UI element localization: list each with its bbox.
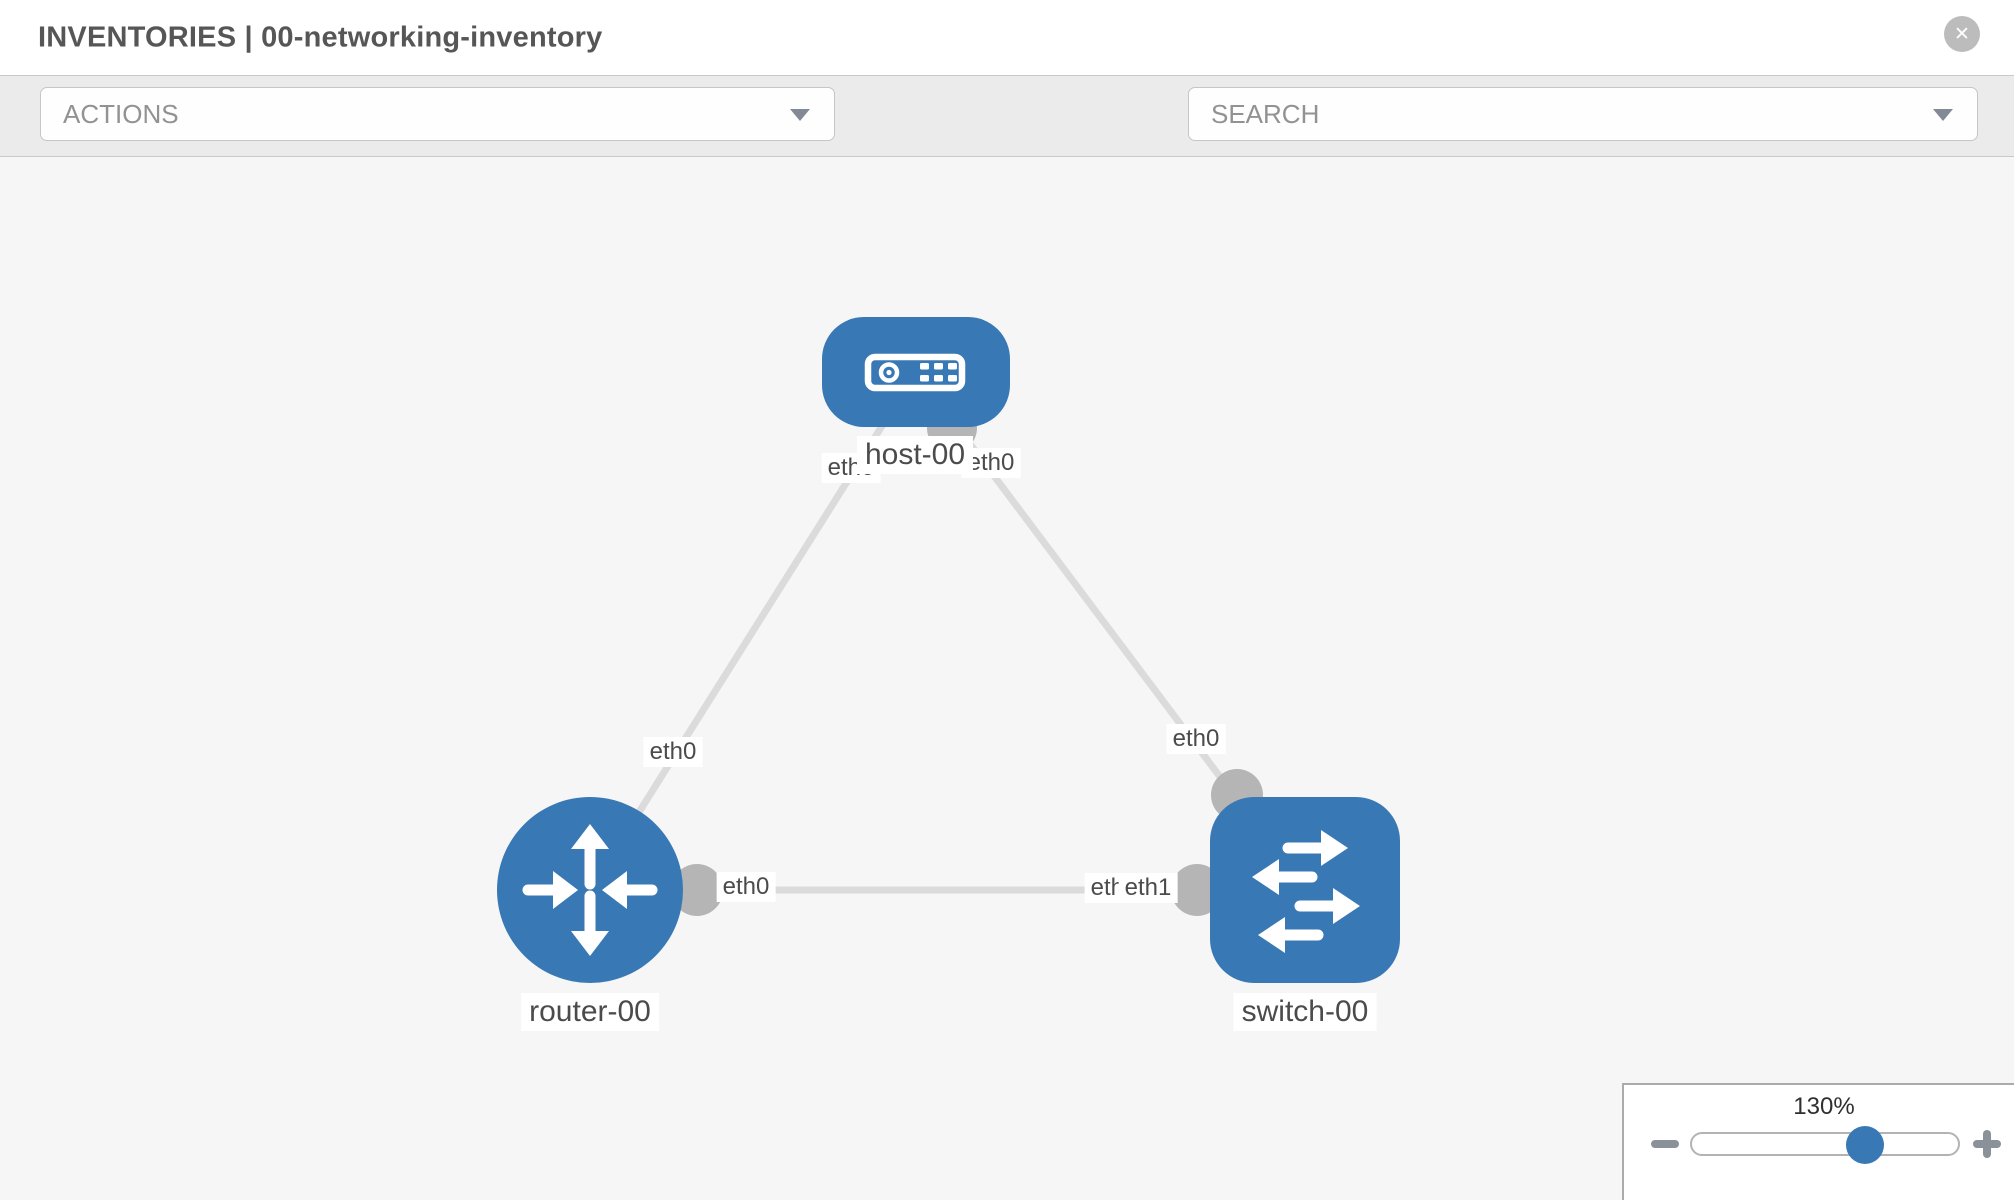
- node-router[interactable]: [497, 797, 683, 983]
- node-switch[interactable]: [1210, 797, 1400, 983]
- interface-label: eth0: [643, 737, 703, 767]
- zoom-slider-track[interactable]: [1690, 1132, 1960, 1156]
- switch-icon: [1252, 830, 1360, 953]
- interface-label: eth1: [1118, 873, 1178, 903]
- host-icon: [864, 353, 966, 392]
- minus-icon: [1651, 1140, 1679, 1148]
- zoom-slider-knob[interactable]: [1846, 1126, 1884, 1164]
- zoom-level-value: 130%: [1793, 1093, 1855, 1120]
- toolbar: ACTIONS SEARCH: [0, 76, 2014, 211]
- window-header: INVENTORIES | 00-networking-inventory ✕: [0, 0, 2014, 76]
- close-button[interactable]: ✕: [1944, 16, 1980, 52]
- interface-label: eth0: [1166, 724, 1226, 754]
- interface-dot-router: [671, 864, 723, 916]
- actions-dropdown[interactable]: ACTIONS: [40, 87, 835, 141]
- plus-icon: [1983, 1130, 1991, 1158]
- actions-dropdown-label: ACTIONS: [63, 98, 179, 129]
- zoom-panel: 130%: [1622, 1083, 2014, 1200]
- node-label-router: router-00: [521, 993, 659, 1031]
- zoom-out-button[interactable]: [1650, 1129, 1680, 1159]
- topology-canvas[interactable]: eth0 eth0 eth0 eth0 eth0 eth0 eth1 host-…: [0, 157, 2014, 1200]
- node-label-host: host-00: [856, 436, 974, 474]
- search-placeholder: SEARCH: [1211, 98, 1320, 129]
- router-icon: [522, 824, 658, 956]
- chevron-down-icon: [790, 109, 810, 121]
- zoom-in-button[interactable]: [1972, 1129, 2002, 1159]
- chevron-down-icon: [1933, 109, 1953, 121]
- node-host[interactable]: [822, 317, 1010, 427]
- close-icon: ✕: [1954, 23, 1970, 45]
- interface-label: eth0: [716, 872, 776, 902]
- search-dropdown[interactable]: SEARCH: [1188, 87, 1978, 141]
- node-label-switch: switch-00: [1233, 993, 1377, 1031]
- page-title: INVENTORIES | 00-networking-inventory: [38, 21, 603, 53]
